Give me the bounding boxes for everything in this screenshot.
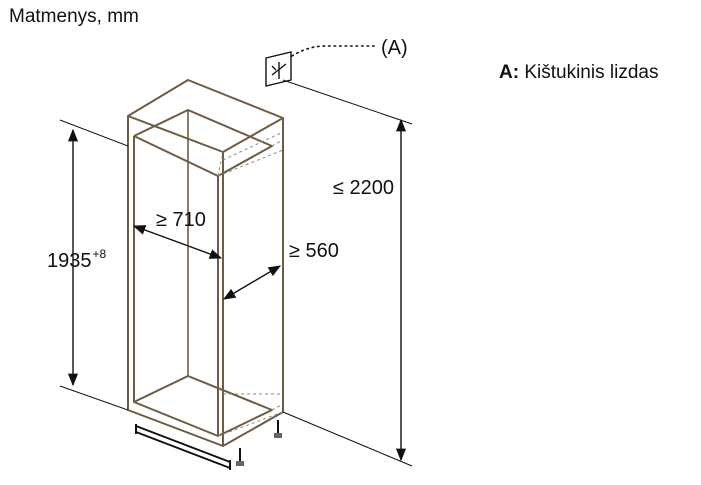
extension-lines <box>59 79 413 467</box>
cabinet-top-face <box>127 79 284 153</box>
callout-leader <box>291 45 379 57</box>
cabinet-front-frame <box>127 115 224 447</box>
niche-height-tolerance: +8 <box>92 247 107 261</box>
legend: A: Kištukinis lizdas <box>499 63 658 82</box>
niche-width-label: ≥ 710 <box>156 209 206 231</box>
cabinet-housing <box>127 79 284 447</box>
callout-label: (A) <box>381 37 408 59</box>
diagram-title: Matmenys, mm <box>9 6 139 27</box>
niche-depth-arrow <box>222 265 282 300</box>
niche-height-label: 1935+8 <box>47 248 106 271</box>
cabinet-plinth <box>135 420 282 470</box>
legend-key: A: <box>499 62 520 83</box>
legend-text: Kištukinis lizdas <box>524 62 659 83</box>
niche-width-arrow <box>132 225 223 259</box>
dimension-arrows <box>67 118 407 462</box>
hidden-edges <box>217 131 284 437</box>
niche-depth-label: ≥ 560 <box>289 240 339 262</box>
cabinet-inner-opening <box>133 136 219 437</box>
cabinet-top-shelf <box>133 109 273 177</box>
power-socket-icon <box>265 51 292 87</box>
cabinet-bottom-plinth <box>133 375 273 437</box>
niche-height-value: 1935 <box>47 250 92 272</box>
total-height-label: ≤ 2200 <box>333 177 395 199</box>
